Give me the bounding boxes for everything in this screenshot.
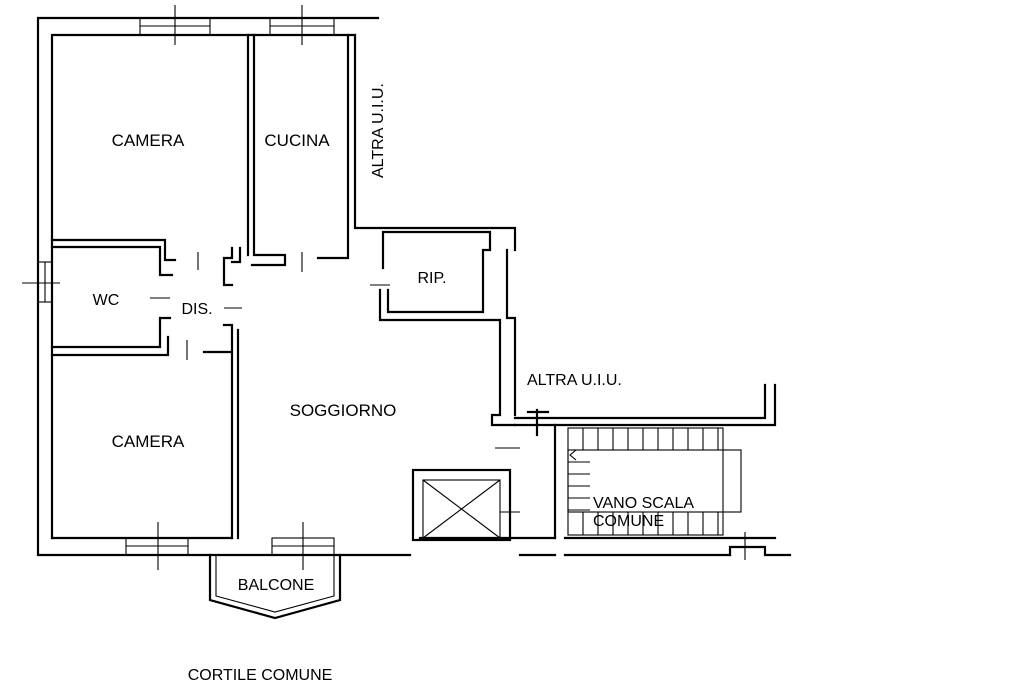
windows	[22, 5, 746, 570]
label-cortile: CORTILE COMUNE	[188, 667, 333, 683]
label-balcone: BALCONE	[238, 577, 314, 594]
kitchen-walls	[246, 33, 517, 267]
window-living	[271, 522, 335, 570]
label-camera-bottom: CAMERA	[112, 432, 185, 451]
window-kitchen	[269, 5, 335, 45]
label-vano-scala-1: VANO SCALA	[593, 495, 694, 512]
window-wc	[22, 261, 60, 303]
balcony	[208, 553, 342, 620]
staircase	[567, 427, 742, 536]
label-vano-scala-2: COMUNE	[593, 513, 664, 530]
label-rip: RIP.	[417, 270, 446, 287]
label-soggiorno: SOGGIORNO	[290, 401, 397, 420]
label-camera-top: CAMERA	[112, 131, 185, 150]
stair-walls	[498, 383, 792, 557]
label-altra-uiu-top: ALTRA U.I.U.	[370, 83, 387, 178]
room-labels: CAMERA CUCINA ALTRA U.I.U. RIP. WC DIS. …	[93, 83, 695, 683]
label-cucina: CUCINA	[264, 131, 330, 150]
storage-walls	[370, 230, 520, 449]
window-camera-bottom	[125, 522, 189, 570]
label-altra-uiu-right: ALTRA U.I.U.	[527, 372, 622, 389]
lift-shaft	[411, 468, 520, 542]
hall-walls	[186, 252, 303, 540]
window-camera-top	[139, 5, 211, 45]
label-dis: DIS.	[181, 301, 212, 318]
wc-walls	[50, 238, 242, 357]
label-wc: WC	[93, 292, 120, 309]
